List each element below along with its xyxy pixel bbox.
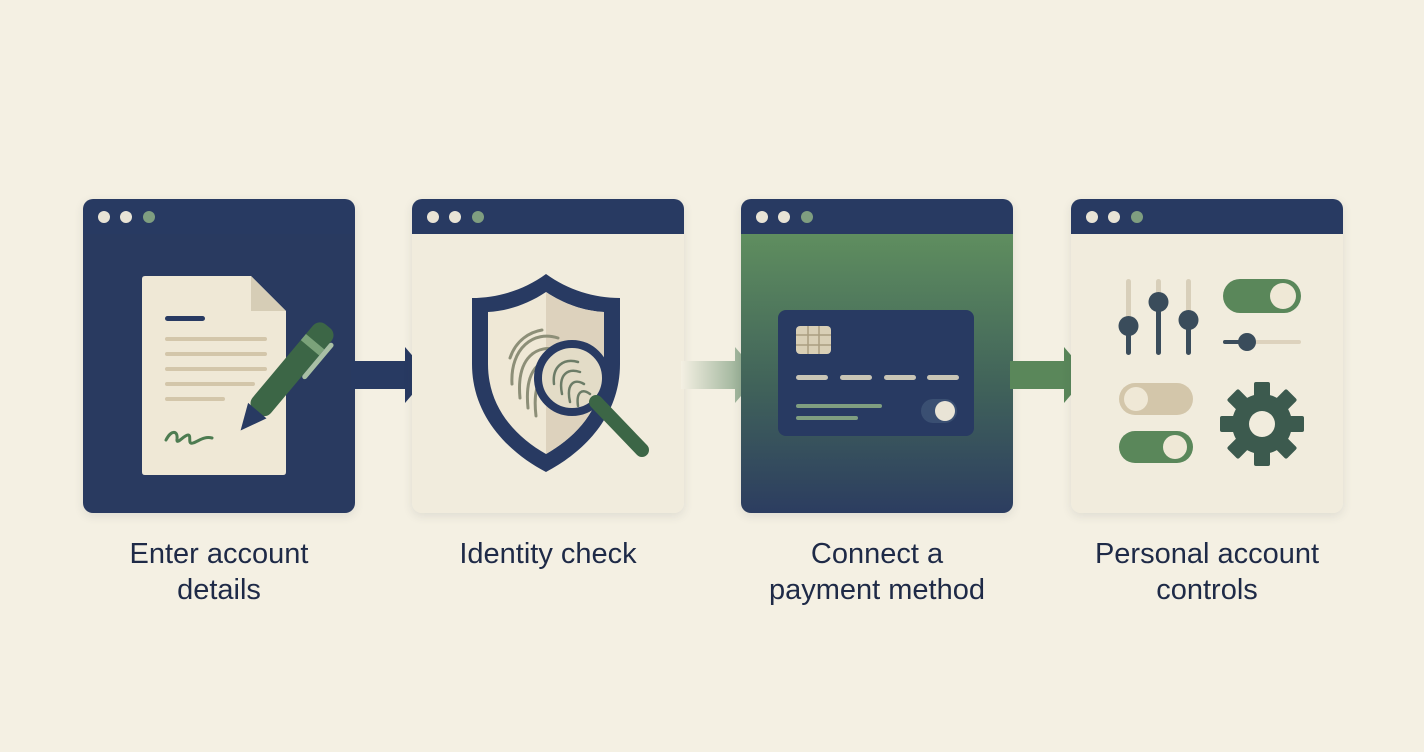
card-body — [412, 234, 684, 513]
window-dot — [1131, 211, 1143, 223]
arrow-right-icon — [351, 347, 429, 403]
window-dot — [120, 211, 132, 223]
window-titlebar — [83, 199, 355, 234]
window-dot — [143, 211, 155, 223]
window-dot — [801, 211, 813, 223]
window-dot — [1108, 211, 1120, 223]
window-titlebar — [741, 199, 1013, 234]
window-dot — [756, 211, 768, 223]
step-card-identity-check — [412, 199, 684, 513]
card-body — [83, 234, 355, 513]
step-caption-payment-method: Connect a payment method — [768, 538, 985, 606]
settings-controls-icon — [1118, 279, 1304, 466]
arrow-right-icon — [1010, 347, 1088, 403]
window-dot — [1086, 211, 1098, 223]
card-body — [741, 234, 1013, 513]
window-titlebar — [412, 199, 684, 234]
step-card-payment-method — [741, 199, 1013, 513]
window-dot — [98, 211, 110, 223]
window-dot — [449, 211, 461, 223]
step-card-account-controls — [1071, 199, 1343, 513]
step-caption-account-details: Enter account details — [129, 538, 309, 606]
window-dot — [472, 211, 484, 223]
step-card-account-details — [83, 199, 355, 513]
credit-card-icon — [778, 310, 974, 436]
window-titlebar — [1071, 199, 1343, 234]
arrow-right-icon — [681, 347, 759, 403]
document-pen-icon — [142, 276, 334, 475]
fingerprint-shield-icon — [472, 274, 649, 472]
card-body — [1071, 234, 1343, 513]
window-dot — [778, 211, 790, 223]
step-caption-identity-check: Identity check — [459, 538, 637, 570]
step-caption-account-controls: Personal account controls — [1094, 538, 1320, 606]
window-dot — [427, 211, 439, 223]
